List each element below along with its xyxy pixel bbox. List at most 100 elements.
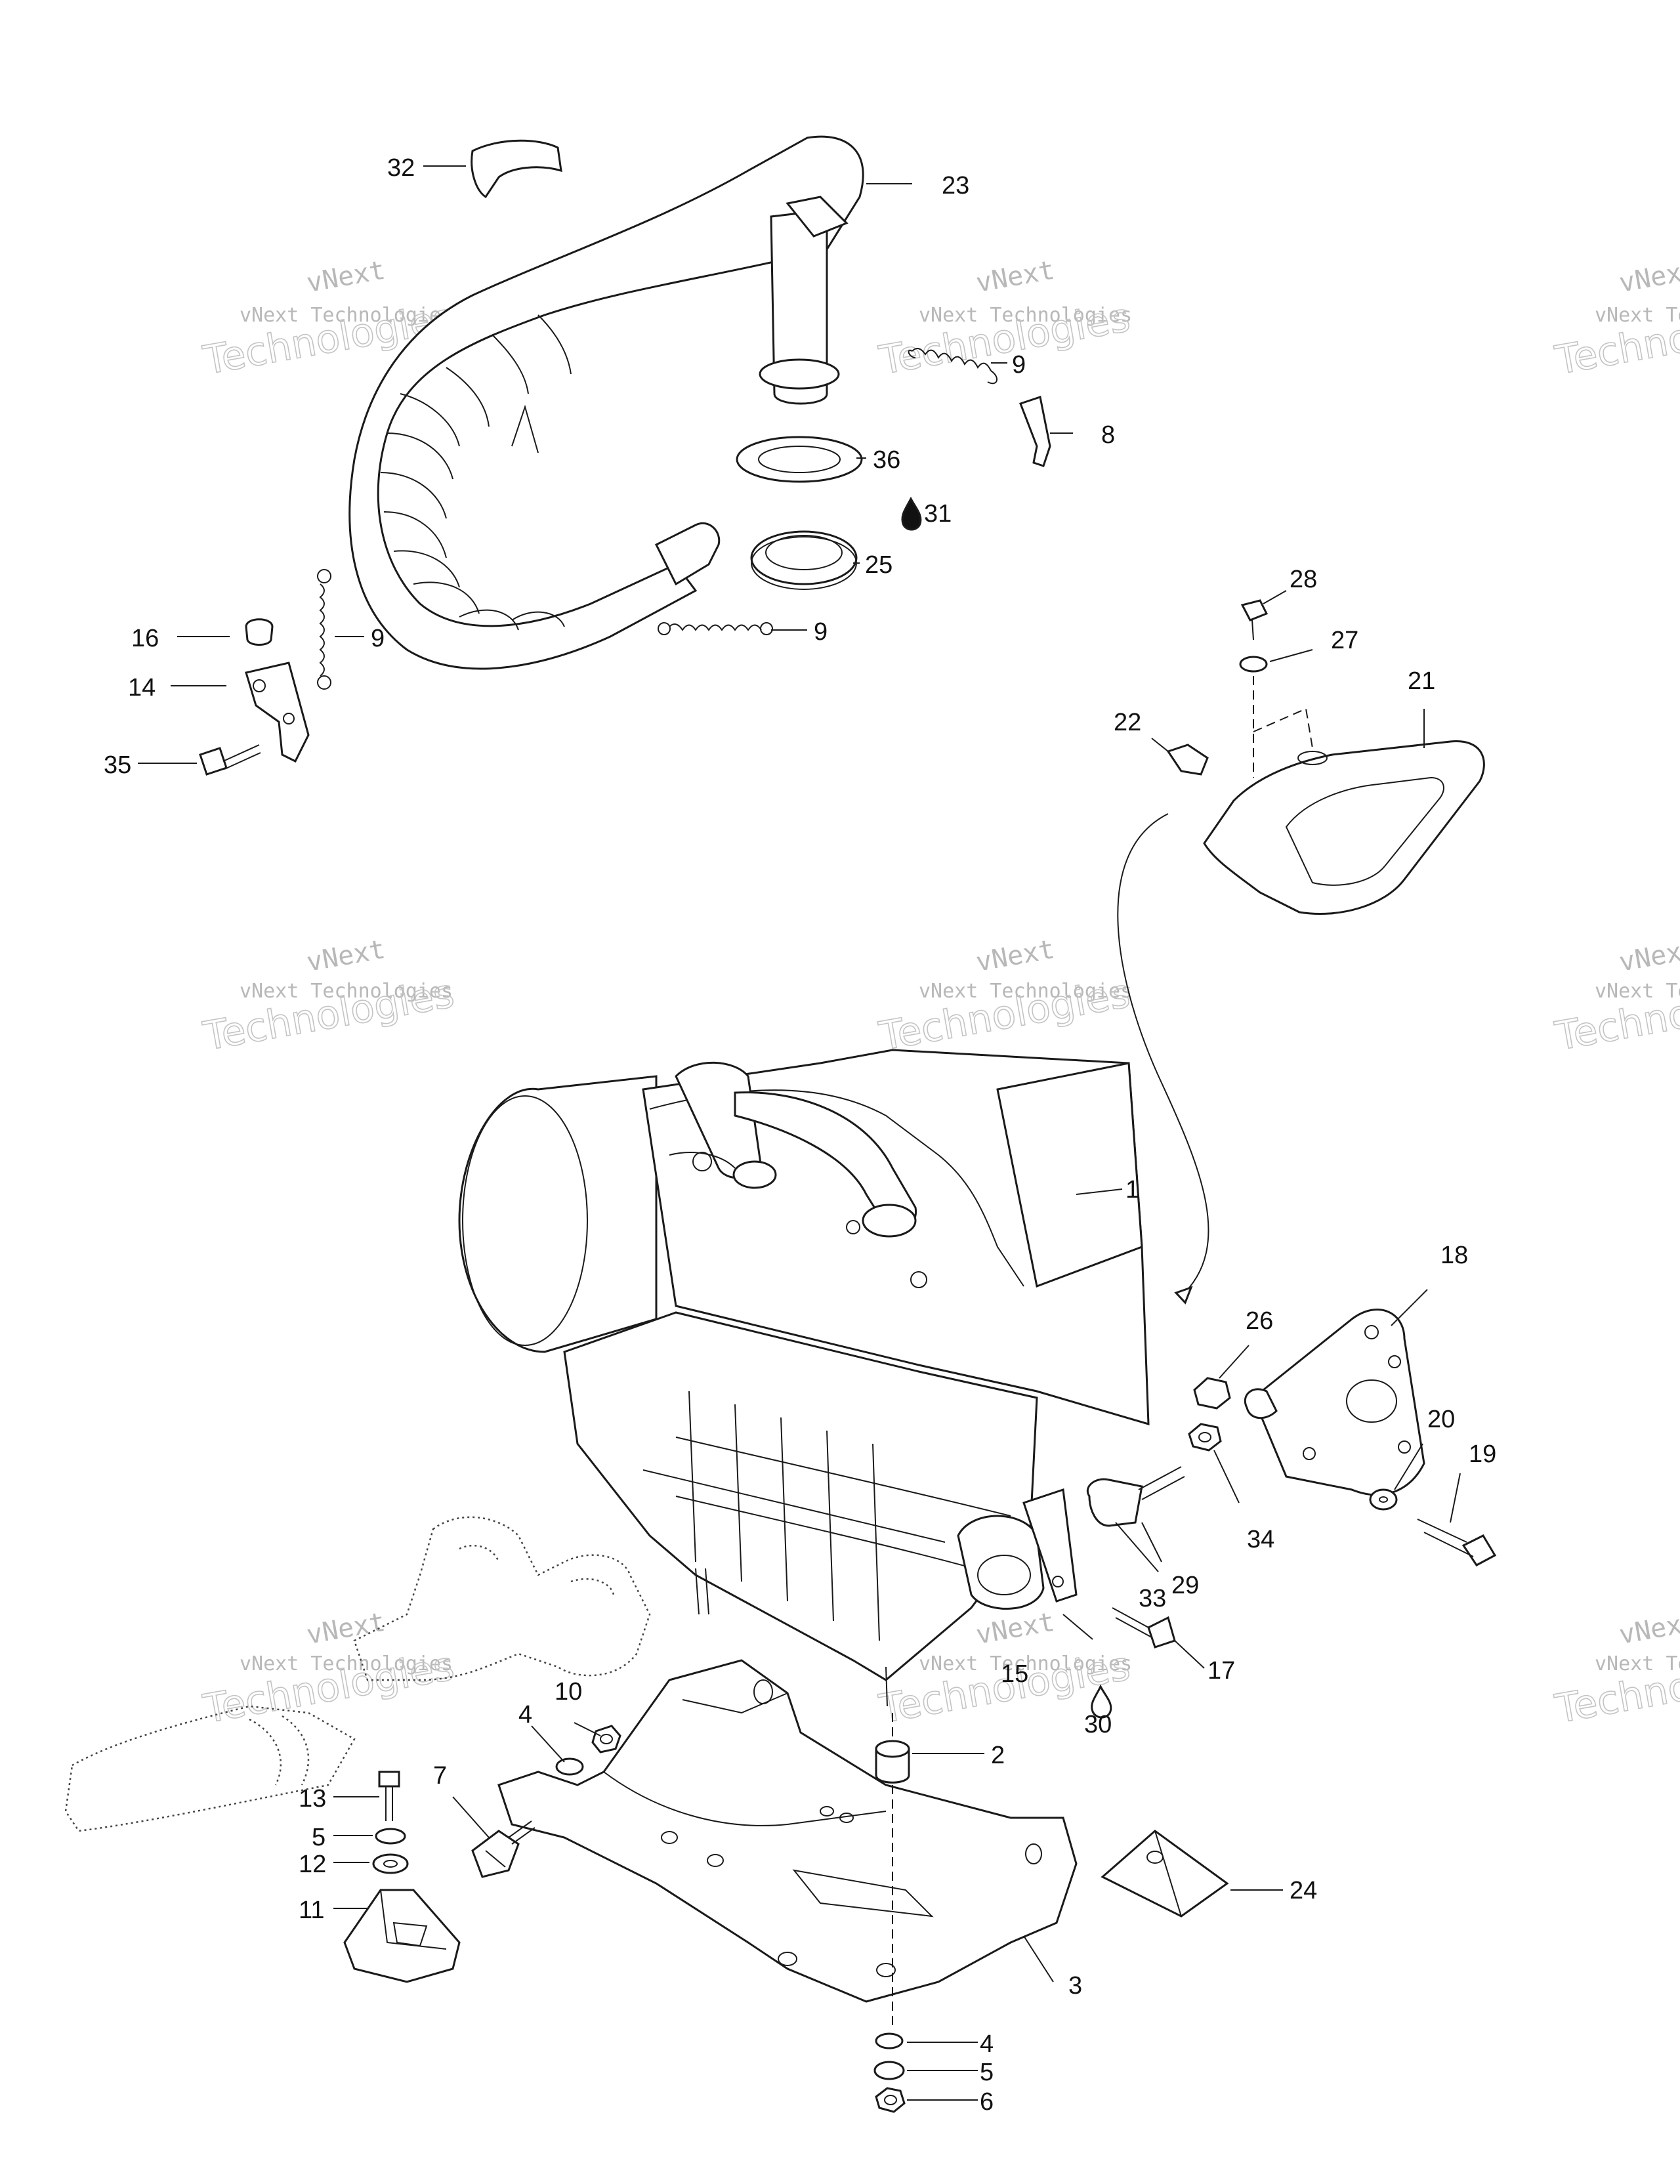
callout-7: 7 [433,1762,447,1790]
clip-nut [1166,744,1209,776]
callout-20: 20 [1427,1406,1455,1433]
svg-text:vNext: vNext [1617,1607,1680,1650]
watermark-7: vNext vNext Technologies Technologies [200,1607,458,1733]
callout-21: 21 [1408,667,1435,695]
engine-mount-plate [497,1659,1078,2003]
heat-shield [471,139,562,199]
callout-11: 11 [299,1897,324,1924]
callout-27: 27 [1331,627,1358,654]
callout-4: 4 [980,2030,994,2058]
callout-4: 4 [518,1701,532,1729]
washer-5-lower [873,2061,905,2080]
watermark-5: vNext vNext Technologies Technologies [875,934,1134,1060]
callout-1: 1 [1125,1176,1139,1204]
callout-29: 29 [1171,1572,1199,1599]
svg-text:vNext: vNext [974,255,1057,299]
engine-assembly [458,1049,1150,1707]
watermark-9: vNext vNext Technologies Technologies [1551,1607,1680,1733]
spring-upper [908,348,998,385]
arrow-head [1174,1286,1193,1305]
callout-17: 17 [1208,1657,1235,1685]
assembly-arrow [1117,813,1209,1297]
muffler-bracket-group [199,618,310,776]
rubber-mount-11 [343,1889,461,1983]
callout-9: 9 [814,618,828,646]
callout-12: 12 [299,1851,326,1878]
callout-5: 5 [312,1824,326,1851]
callout-33: 33 [1139,1585,1166,1612]
callout-23: 23 [942,172,969,200]
svg-text:vNext: vNext [974,1607,1057,1650]
stud-29 [1087,1466,1185,1527]
callout-36: 36 [873,446,900,474]
spring-clip [1019,396,1051,467]
gasket [736,436,863,483]
svg-text:vNext Technologies: vNext Technologies [919,1652,1132,1675]
callout-22: 22 [1114,709,1141,736]
bolt-washer-top [1239,599,1269,673]
nut-26 [1193,1377,1231,1410]
callout-19: 19 [1469,1440,1496,1468]
callout-14: 14 [128,674,156,702]
callout-5: 5 [980,2059,994,2086]
svg-text:vNext Technologies: vNext Technologies [919,980,1132,1003]
washer-20 [1369,1488,1398,1511]
callout-25: 25 [865,551,892,579]
callout-13: 13 [299,1785,326,1813]
watermark-2: vNext vNext Technologies Technologies [875,255,1134,385]
callout-18: 18 [1440,1242,1468,1269]
callout-35: 35 [104,751,131,779]
callout-3: 3 [1068,1972,1082,2000]
washer-12 [372,1853,409,1874]
spacer [875,1740,910,1784]
nut-34 [1188,1423,1222,1452]
callout-9: 9 [371,625,385,652]
wedge-block [1101,1830,1229,1918]
watermark-3: vNext vNext Technologies Technologies [1551,255,1680,385]
washer-4-upper [555,1757,584,1776]
callout-10: 10 [555,1678,582,1706]
svg-text:vNext: vNext [304,255,388,299]
svg-text:vNext Technologies: vNext Technologies [240,304,453,327]
svg-text:vNext Technologies: vNext Technologies [240,1652,453,1675]
svg-text:vNext: vNext [304,934,388,978]
svg-text:vNext: vNext [974,934,1057,978]
nut-10 [591,1725,621,1754]
svg-text:vNext Technologies: vNext Technologies [240,980,453,1003]
svg-text:vNext Technologies: vNext Technologies [1595,1652,1680,1675]
nut-6 [875,2087,906,2113]
watermark-4: vNext vNext Technologies Technologies [200,934,458,1060]
callouts: 32 23 9 8 36 31 25 9 16 9 14 35 28 27 21… [104,154,1496,2116]
callout-9: 9 [1012,351,1026,379]
svg-text:vNext: vNext [1617,255,1680,299]
callout-30: 30 [1084,1711,1112,1738]
svg-text:vNext: vNext [1617,934,1680,978]
tuned-exhaust-pipe [348,135,864,670]
callout-34: 34 [1247,1526,1274,1553]
bolt-19 [1417,1519,1497,1566]
callout-32: 32 [387,154,415,182]
bolt-13 [378,1771,400,1821]
callout-15: 15 [1001,1660,1028,1688]
exhaust-mount-plate [1244,1309,1425,1496]
callout-6: 6 [980,2088,994,2116]
callout-16: 16 [131,625,159,652]
spring-lower [658,622,773,635]
exhaust-manifold-ghost [64,1516,651,1832]
watermark-6: vNext vNext Technologies Technologies [1551,934,1680,1060]
svg-text:vNext Technologies: vNext Technologies [919,304,1132,327]
washer-5-upper [375,1828,406,1845]
rubber-mount-stud [471,1820,536,1878]
washer-4-lower [875,2032,904,2049]
drop-30 [1091,1684,1112,1719]
callout-31: 31 [924,500,952,528]
leader-lines [138,165,1461,2101]
oil-drop-icon [901,496,922,531]
spring-left [317,569,331,690]
svg-text:vNext: vNext [304,1607,388,1650]
callout-28: 28 [1290,566,1317,593]
svg-text:vNext Technologies: vNext Technologies [1595,304,1680,327]
callout-2: 2 [991,1742,1005,1769]
callout-26: 26 [1246,1307,1273,1335]
